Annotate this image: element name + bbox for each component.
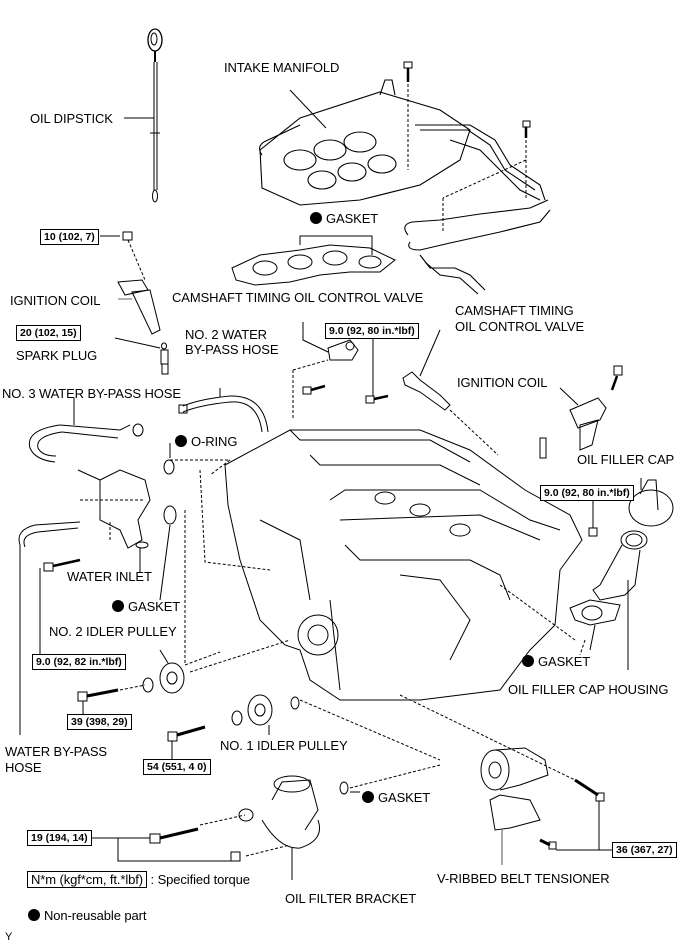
label-oil-filler-cap: OIL FILLER CAP [577, 452, 675, 467]
no1-idler-bolt [167, 725, 206, 742]
leader-line [90, 837, 231, 862]
non-reusable-dot-icon [175, 435, 187, 447]
no2-idler-pulley-part [142, 662, 185, 694]
no2-water-bypass-hose-part [178, 395, 269, 433]
oil-filler-gasket-part [569, 599, 621, 626]
torque-oil-filter-bracket: 19 (194, 14) [27, 830, 92, 846]
o-ring-part [163, 459, 175, 475]
label-oil-filler-cap-housing: OIL FILLER CAP HOUSING [508, 682, 669, 697]
water-inlet-gasket-part [163, 505, 177, 525]
label-intake-manifold: INTAKE MANIFOLD [224, 60, 340, 75]
label-o-ring: O-RING [175, 434, 237, 449]
manifold-gasket-part [231, 244, 396, 286]
torque-spark-plug: 20 (102, 15) [16, 325, 81, 341]
legend-torque: N*m (kgf*cm, ft.*lbf) : Specified torque [27, 871, 250, 888]
water-inlet-part [77, 469, 151, 549]
label-gasket-oil-filler: GASKET [522, 654, 590, 669]
torque-water-inlet: 9.0 (92, 82 in.*lbf) [32, 654, 126, 670]
ignition-coil-left-part [117, 231, 161, 335]
leader-line [159, 649, 169, 664]
leader-line [556, 801, 612, 851]
bracket-bolt [442, 120, 531, 232]
torque-camshaft-valve: 9.0 (92, 80 in.*lbf) [325, 323, 419, 339]
assembly-guides [80, 459, 271, 666]
leader-line [419, 329, 441, 377]
tensioner-bolt [539, 778, 605, 850]
non-reusable-dot-icon [522, 655, 534, 667]
water-bypass-hose-part [18, 521, 81, 548]
spark-plug-right-part [539, 437, 547, 459]
filter-bolt [149, 827, 241, 862]
label-no2-water-bypass-hose-1: NO. 2 WATER [185, 327, 267, 342]
label-no2-idler-pulley: NO. 2 IDLER PULLEY [49, 624, 177, 639]
water-inlet-bolt [43, 558, 81, 572]
v-ribbed-belt-tensioner-part [480, 747, 549, 831]
oil-filter-bracket-part [238, 775, 349, 849]
valve-bolt [365, 394, 389, 404]
engine-block-part [224, 429, 583, 701]
oil-filler-cap-part [628, 479, 674, 527]
torque-ignition-coil: 10 (102, 7) [40, 229, 99, 245]
torque-tensioner: 36 (367, 27) [612, 842, 677, 858]
label-water-inlet: WATER INLET [67, 569, 152, 584]
no1-idler-pulley-part [231, 694, 300, 726]
torque-no1-idler: 54 (551, 4 0) [143, 759, 211, 775]
torque-oil-filler-housing: 9.0 (92, 80 in.*lbf) [540, 485, 634, 501]
water-pipe-assembly [404, 199, 551, 295]
label-no2-water-bypass-hose-2: BY-PASS HOSE [185, 342, 279, 357]
leader-line [159, 524, 171, 601]
non-reusable-dot-icon [28, 909, 40, 921]
label-camshaft-valve-right-1: CAMSHAFT TIMING [455, 303, 574, 318]
oil-filler-housing-part [592, 530, 648, 601]
label-gasket-manifold: GASKET [310, 211, 378, 226]
leader-line [302, 322, 329, 353]
manifold-bolt [403, 61, 413, 170]
label-ignition-coil-right: IGNITION COIL [457, 375, 548, 390]
label-camshaft-valve-left: CAMSHAFT TIMING OIL CONTROL VALVE [172, 290, 424, 305]
label-water-bypass-hose-2: HOSE [5, 760, 42, 775]
camshaft-valve-right-part [402, 371, 451, 411]
legend-unit-box: N*m (kgf*cm, ft.*lbf) [27, 871, 148, 888]
label-camshaft-valve-right-2: OIL CONTROL VALVE [455, 319, 585, 334]
label-oil-dipstick: OIL DIPSTICK [30, 111, 113, 126]
label-ignition-coil-left: IGNITION COIL [10, 293, 101, 308]
non-reusable-dot-icon [112, 600, 124, 612]
leader-line [589, 624, 596, 651]
leader-line [114, 337, 161, 349]
housing-bolt [588, 527, 598, 537]
label-water-bypass-hose-1: WATER BY-PASS [5, 744, 108, 759]
label-no3-water-bypass-hose: NO. 3 WATER BY-PASS HOSE [2, 386, 181, 401]
ignition-coil-right-part [569, 365, 623, 451]
label-gasket-water-inlet: GASKET [112, 599, 180, 614]
label-v-ribbed-belt-tensioner: V-RIBBED BELT TENSIONER [437, 871, 610, 886]
non-reusable-dot-icon [310, 212, 322, 224]
legend-non-reusable: Non-reusable part [28, 908, 146, 923]
camshaft-valve-left-part [302, 339, 359, 395]
torque-no2-idler: 39 (398, 29) [67, 714, 132, 730]
no2-idler-bolt [77, 688, 119, 702]
no3-water-bypass-hose-part [28, 423, 144, 463]
oil-dipstick-part [147, 28, 163, 203]
non-reusable-dot-icon [362, 791, 374, 803]
leader-line [299, 235, 373, 255]
intake-manifold-part [259, 79, 546, 206]
corner-mark: Y [5, 931, 13, 943]
leader-line [559, 387, 579, 406]
label-no1-idler-pulley: NO. 1 IDLER PULLEY [220, 738, 348, 753]
label-gasket-oil-filter: GASKET [362, 790, 430, 805]
leader-line [289, 89, 327, 129]
label-oil-filter-bracket: OIL FILTER BRACKET [285, 891, 417, 906]
label-spark-plug: SPARK PLUG [16, 348, 98, 363]
spark-plug-left-part [160, 342, 169, 375]
